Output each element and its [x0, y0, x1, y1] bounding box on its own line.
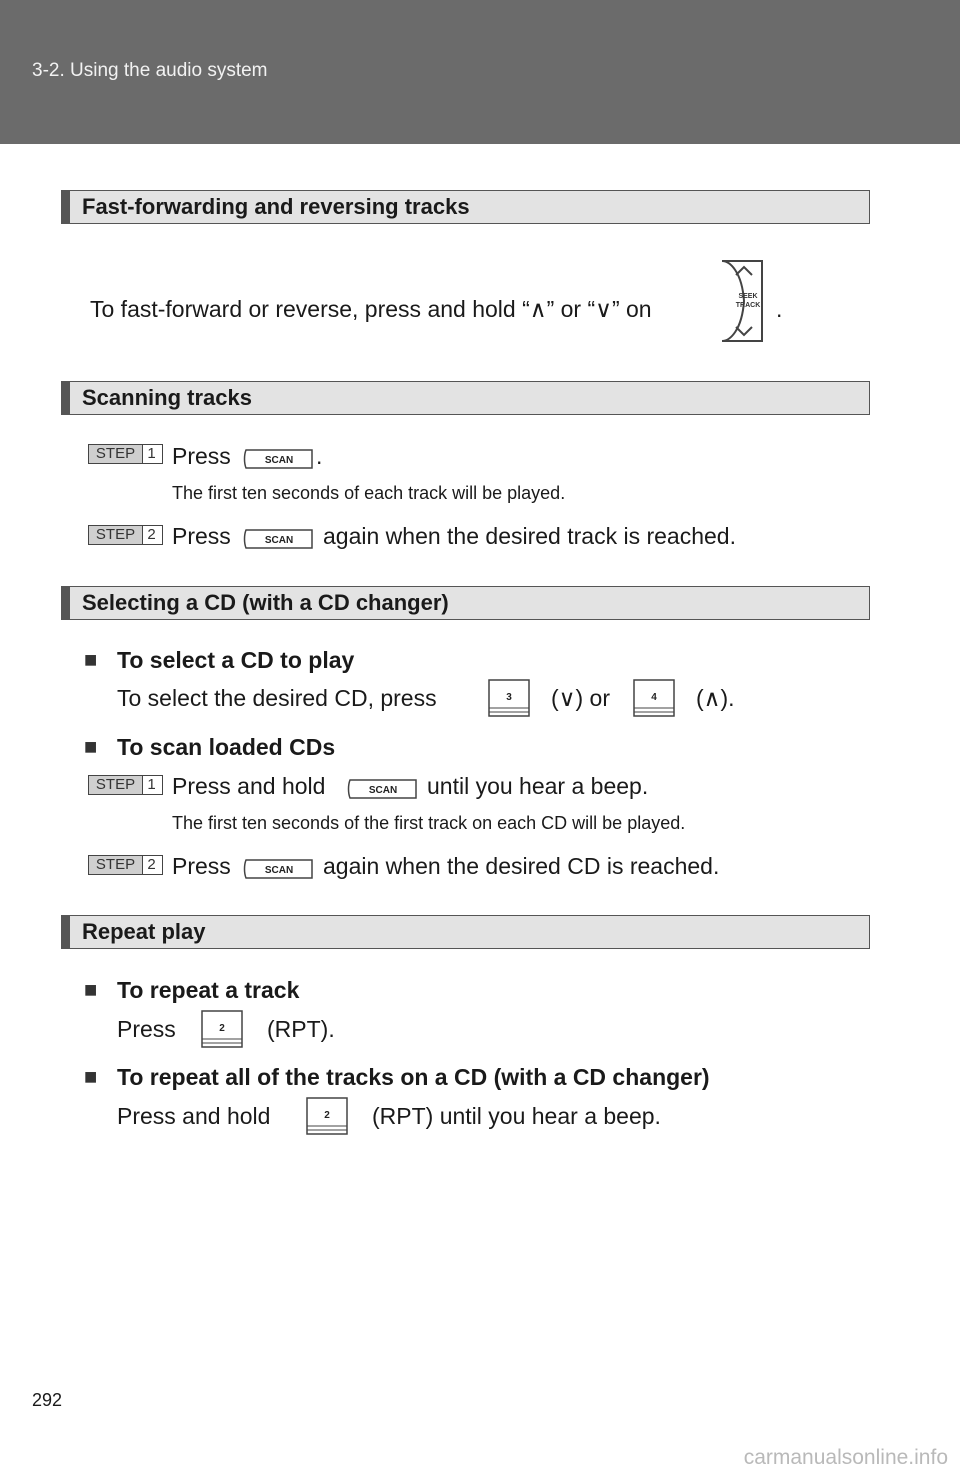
scan-step2-text: again when the desired track is reached. — [323, 523, 736, 549]
repeat-sub1-heading: To repeat a track — [117, 977, 300, 1003]
cd-step2-press: Press — [172, 853, 231, 879]
scan-step1-press: Press — [172, 443, 231, 469]
page-number: 292 — [32, 1390, 63, 1410]
cd-sub1-heading: To select a CD to play — [117, 647, 355, 673]
scan-step2-press: Press — [172, 523, 231, 549]
cd-step2-text: again when the desired CD is reached. — [323, 853, 720, 879]
seek-track-dial-icon: SEEK TRACK — [721, 260, 763, 342]
scan-button-icon: SCAN — [347, 779, 417, 799]
header-title: 3-2. Using the audio system — [32, 60, 268, 81]
repeat-sub2-post: (RPT) until you hear a beep. — [372, 1103, 661, 1129]
scan-button-icon: SCAN — [243, 449, 313, 469]
step-1-badge: STEP 1 — [88, 775, 163, 795]
preset-4-button-icon: 4 — [633, 679, 675, 717]
repeat-sub2-heading: To repeat all of the tracks on a CD (wit… — [117, 1064, 710, 1090]
section-heading-repeat: Repeat play — [61, 915, 870, 949]
dial-label-seek: SEEK — [738, 293, 757, 300]
step-number: 1 — [147, 445, 156, 462]
cd-sub2-heading: To scan loaded CDs — [117, 734, 336, 760]
bullet-square: ■ — [84, 647, 98, 672]
bullet-square: ■ — [84, 977, 98, 1002]
scan-button-icon: SCAN — [243, 529, 313, 549]
step-label: STEP — [89, 776, 143, 794]
step-2-badge: STEP 2 — [88, 855, 163, 875]
key-label: 4 — [651, 692, 657, 703]
step-label: STEP — [89, 526, 143, 544]
page-header: 3-2. Using the audio system — [0, 0, 960, 144]
cd-step1-text: until you hear a beep. — [427, 773, 649, 799]
step-number: 2 — [147, 526, 156, 543]
cd-sub1-post: (∧). — [696, 685, 735, 711]
repeat-sub1-press: Press — [117, 1016, 176, 1042]
ff-instruction: To fast-forward or reverse, press and ho… — [90, 296, 652, 322]
step-number: 1 — [147, 776, 156, 793]
scan-step1-note: The first ten seconds of each track will… — [172, 483, 566, 503]
dial-label-track: TRACK — [736, 302, 761, 309]
step-1-badge: STEP 1 — [88, 444, 163, 464]
section-heading-text: Fast-forwarding and reversing tracks — [82, 194, 470, 219]
repeat-sub2-press: Press and hold — [117, 1103, 271, 1129]
section-heading-fast-forward: Fast-forwarding and reversing tracks — [61, 190, 870, 224]
scan-button-icon: SCAN — [243, 859, 313, 879]
section-heading-select-cd: Selecting a CD (with a CD changer) — [61, 586, 870, 620]
key-label: 3 — [506, 692, 512, 703]
section-heading-text: Scanning tracks — [82, 385, 252, 410]
repeat-sub1-post: (RPT). — [267, 1016, 335, 1042]
scan-button-label: SCAN — [265, 455, 293, 466]
step-label: STEP — [89, 856, 143, 874]
preset-2-button-icon: 2 — [306, 1097, 348, 1135]
scan-step1-period: . — [316, 443, 323, 469]
step-label: STEP — [89, 445, 143, 463]
section-heading-scanning: Scanning tracks — [61, 381, 870, 415]
step-2-badge: STEP 2 — [88, 525, 163, 545]
cd-step1-note: The first ten seconds of the first track… — [172, 813, 686, 833]
cd-step1-press: Press and hold — [172, 773, 326, 799]
section-heading-text: Repeat play — [82, 919, 206, 944]
key-label: 2 — [219, 1023, 225, 1034]
watermark: carmanualsonline.info — [743, 1446, 948, 1469]
preset-3-button-icon: 3 — [488, 679, 530, 717]
preset-2-button-icon: 2 — [201, 1010, 243, 1048]
section-heading-text: Selecting a CD (with a CD changer) — [82, 590, 449, 615]
scan-button-label: SCAN — [265, 865, 293, 876]
bullet-square: ■ — [84, 1064, 98, 1089]
ff-period: . — [776, 296, 783, 322]
bullet-square: ■ — [84, 734, 98, 759]
step-number: 2 — [147, 856, 156, 873]
key-label: 2 — [324, 1110, 330, 1121]
scan-button-label: SCAN — [369, 785, 397, 796]
cd-sub1-press: To select the desired CD, press — [117, 685, 437, 711]
cd-sub1-mid: (∨) or — [551, 685, 610, 711]
scan-button-label: SCAN — [265, 535, 293, 546]
